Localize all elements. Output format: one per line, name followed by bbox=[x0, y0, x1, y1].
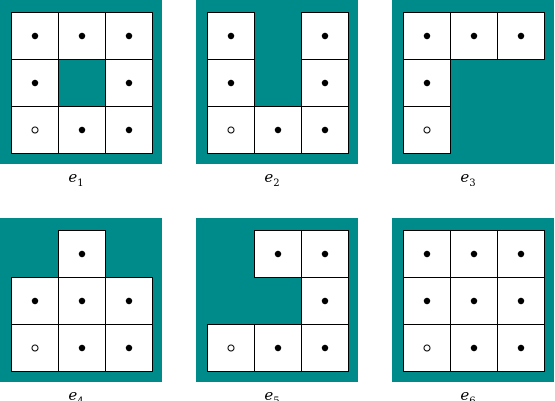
grid-label-main: e bbox=[460, 168, 469, 186]
grid-e3: e3 bbox=[392, 0, 554, 189]
open-dot bbox=[227, 344, 235, 352]
open-dot bbox=[423, 344, 431, 352]
filled-dot bbox=[423, 32, 431, 40]
grid-label-main: e bbox=[68, 386, 77, 401]
grid-label: e5 bbox=[264, 386, 279, 401]
filled-dot bbox=[470, 344, 478, 352]
filled-dot bbox=[125, 32, 133, 40]
filled-dot bbox=[321, 126, 329, 134]
filled-dot bbox=[321, 297, 329, 305]
filled-dot bbox=[321, 32, 329, 40]
grid-label-subscript: 4 bbox=[77, 396, 83, 401]
filled-dot bbox=[31, 32, 39, 40]
filled-dot bbox=[423, 79, 431, 87]
filled-dot bbox=[125, 297, 133, 305]
filled-dot bbox=[125, 126, 133, 134]
grid-e2: e2 bbox=[196, 0, 358, 189]
open-dot bbox=[31, 344, 39, 352]
grid-label-subscript: 3 bbox=[469, 178, 475, 189]
grid-label-main: e bbox=[264, 386, 273, 401]
open-dot bbox=[423, 126, 431, 134]
filled-dot bbox=[517, 297, 525, 305]
filled-dot bbox=[78, 344, 86, 352]
filled-dot bbox=[274, 250, 282, 258]
grid-label-subscript: 6 bbox=[469, 396, 475, 401]
grid-label-main: e bbox=[68, 168, 77, 186]
filled-dot bbox=[78, 126, 86, 134]
filled-dot bbox=[321, 344, 329, 352]
filled-dot bbox=[423, 297, 431, 305]
filled-dot bbox=[78, 250, 86, 258]
filled-dot bbox=[125, 344, 133, 352]
filled-dot bbox=[78, 297, 86, 305]
grid-label-subscript: 2 bbox=[273, 178, 279, 189]
grid-cell bbox=[301, 59, 349, 107]
filled-dot bbox=[470, 297, 478, 305]
grid-e6: e6 bbox=[392, 218, 554, 401]
filled-dot bbox=[31, 297, 39, 305]
filled-dot bbox=[274, 126, 282, 134]
grid-label: e6 bbox=[460, 386, 475, 401]
filled-dot bbox=[321, 79, 329, 87]
filled-dot bbox=[470, 250, 478, 258]
grid-label: e2 bbox=[264, 168, 279, 189]
grid-label-subscript: 1 bbox=[77, 178, 83, 189]
open-dot bbox=[31, 126, 39, 134]
grid-e1: e1 bbox=[0, 0, 162, 189]
grid-label: e4 bbox=[68, 386, 83, 401]
filled-dot bbox=[517, 250, 525, 258]
filled-dot bbox=[517, 344, 525, 352]
filled-dot bbox=[227, 79, 235, 87]
filled-dot bbox=[78, 32, 86, 40]
grid-e4: e4 bbox=[0, 218, 162, 401]
filled-dot bbox=[31, 79, 39, 87]
grid-e5: e5 bbox=[196, 218, 358, 401]
filled-dot bbox=[470, 32, 478, 40]
filled-dot bbox=[227, 32, 235, 40]
filled-dot bbox=[517, 32, 525, 40]
grid-label-subscript: 5 bbox=[273, 396, 279, 401]
filled-dot bbox=[274, 344, 282, 352]
filled-dot bbox=[125, 79, 133, 87]
open-dot bbox=[227, 126, 235, 134]
grid-label: e3 bbox=[460, 168, 475, 189]
grid-cell bbox=[450, 324, 498, 372]
filled-dot bbox=[321, 250, 329, 258]
filled-dot bbox=[423, 250, 431, 258]
grid-label-main: e bbox=[264, 168, 273, 186]
grid-label: e1 bbox=[68, 168, 83, 189]
grid-label-main: e bbox=[460, 386, 469, 401]
